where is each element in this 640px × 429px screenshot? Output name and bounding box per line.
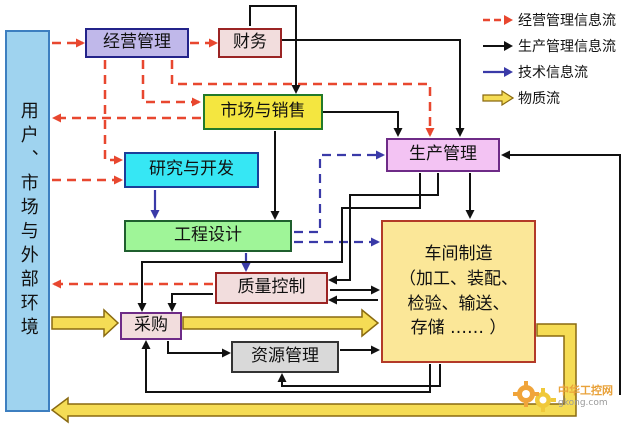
- flow-business-to-market: [141, 60, 201, 107]
- material-flows: [50, 308, 577, 424]
- workshop-title: 车间制造: [424, 244, 493, 265]
- flow-workshop-to-production: [501, 150, 621, 395]
- legend-blue-arrow-icon: [483, 67, 513, 77]
- flow-business-to-rnd: [103, 60, 123, 165]
- node-quality-control: 质量控制: [215, 272, 328, 304]
- node-finance: 财务: [218, 28, 282, 58]
- production-info-flows: [137, 5, 621, 395]
- legend-material-flow: 物质流: [482, 88, 560, 108]
- material-customer-to-purchase: [51, 308, 120, 338]
- flow-workshop-to-resources: [277, 364, 441, 387]
- flow-engineering-to-production: [294, 150, 385, 234]
- node-workshop-manufacturing: 车间制造 （加工、装配、 检验、输送、 存储 …… ）: [381, 220, 536, 363]
- material-purchase-to-workshop: [182, 308, 380, 338]
- flow-business-to-production: [170, 60, 435, 137]
- node-market-sales: 市场与销售: [203, 94, 323, 130]
- flow-workshop-to-purchase: [141, 340, 431, 393]
- watermark-logo: 中华工控网 gkong.com: [510, 370, 635, 420]
- business-info-flows: [52, 38, 435, 289]
- flow-production-to-quality: [328, 173, 439, 285]
- node-resource-management: 资源管理: [231, 341, 339, 373]
- flow-purchase-to-resources: [167, 341, 231, 358]
- legend-business-flow: 经营管理信息流: [482, 10, 616, 30]
- node-purchasing: 采购: [120, 312, 182, 340]
- flow-finance-up: [249, 5, 301, 94]
- node-production-management: 生产管理: [386, 138, 500, 172]
- node-engineering-design: 工程设计: [124, 220, 292, 252]
- watermark-domain: gkong.com: [558, 398, 608, 408]
- legend-technical-flow: 技术信息流: [482, 62, 588, 82]
- node-customer-market: 用户、市场与外部环境: [5, 30, 50, 412]
- legend-production-flow: 生产管理信息流: [482, 36, 616, 56]
- legend-red-dashed-arrow-icon: [483, 15, 513, 25]
- material-workshop-to-customer: [50, 323, 577, 424]
- workshop-detail-2: 检验、输送、: [407, 293, 510, 314]
- legend-black-arrow-icon: [483, 41, 513, 51]
- flow-quality-to-purchase: [167, 293, 213, 312]
- flow-production-to-purchase: [137, 173, 421, 312]
- node-business-management: 经营管理: [85, 28, 189, 58]
- watermark-text: 中华工控网: [558, 384, 613, 397]
- node-research-development: 研究与开发: [124, 152, 259, 188]
- workshop-detail-1: （加工、装配、: [399, 268, 518, 289]
- flow-market-to-production: [323, 111, 403, 137]
- legend-yellow-double-arrow-icon: [482, 90, 514, 106]
- workshop-detail-3: 存储 …… ）: [410, 318, 507, 339]
- gear-icon: [513, 381, 556, 412]
- flow-finance-to-production: [282, 39, 465, 137]
